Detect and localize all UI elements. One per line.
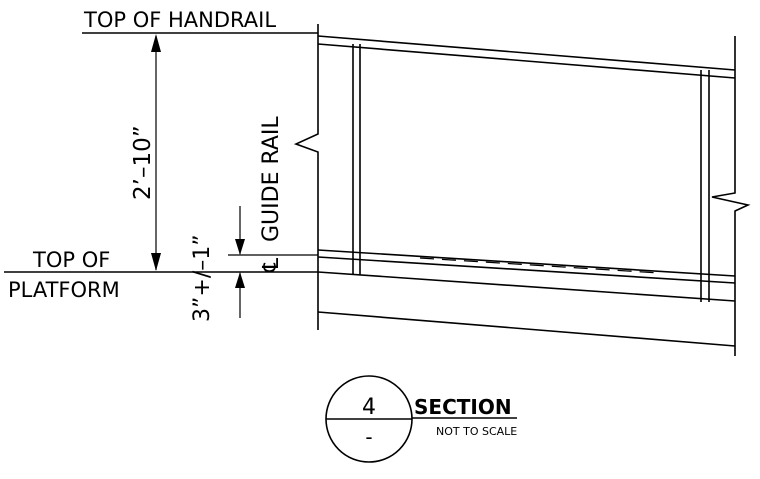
section-number: 4: [362, 395, 376, 420]
platform-label: PLATFORM: [8, 278, 120, 302]
section-title: SECTION: [414, 395, 512, 419]
section-sheet: -: [365, 425, 372, 449]
platform-edge: [317, 271, 736, 347]
left-post: [352, 44, 361, 275]
handrail-height-value: 2’–10”: [130, 125, 156, 200]
handrail-top: [317, 35, 736, 79]
guide-rail-offset-value: 3”+/–1”: [190, 234, 215, 322]
guide-rail-label: GUIDE RAIL: [259, 116, 284, 242]
scale-note: NOT TO SCALE: [436, 425, 517, 438]
guide-rail: [317, 249, 736, 284]
left-break-line: [293, 24, 319, 330]
handrail-height-dimension: [151, 34, 161, 271]
guide-rail-offset-dimension: [235, 206, 245, 318]
top-of-handrail-label: TOP OF HANDRAIL: [83, 8, 276, 32]
centerline-symbol: ℄: [259, 257, 284, 273]
right-break-line: [711, 36, 751, 356]
section-callout-bubble: [325, 375, 413, 463]
right-post: [700, 70, 710, 302]
top-of-label: TOP OF: [32, 248, 110, 272]
